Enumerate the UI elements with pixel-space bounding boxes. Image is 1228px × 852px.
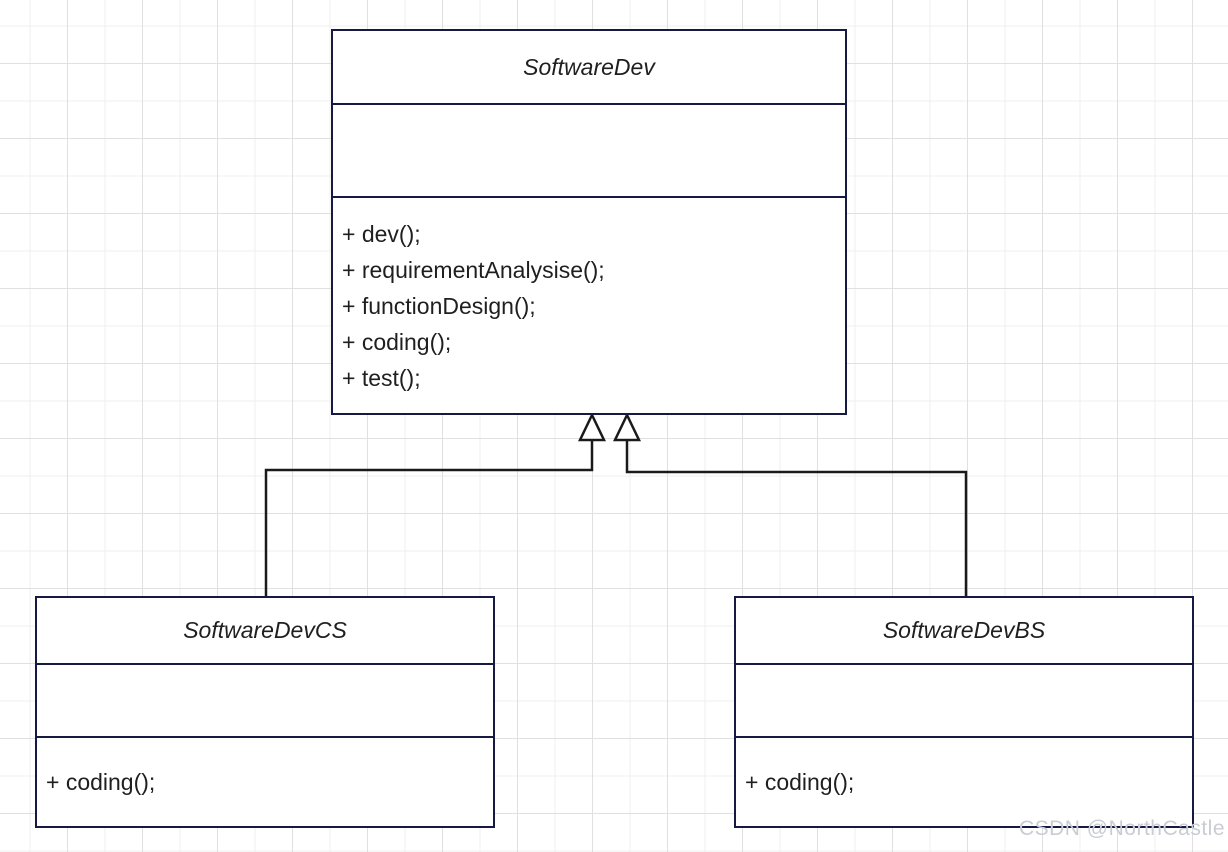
- method-item: + requirementAnalysise();: [342, 256, 605, 283]
- class-attributes-softwaredev: [333, 105, 845, 198]
- class-methods-softwaredev: + dev(); + requirementAnalysise(); + fun…: [333, 198, 845, 413]
- method-item: + functionDesign();: [342, 292, 536, 319]
- class-attributes-softwaredevcs: [37, 665, 493, 738]
- inheritance-arrowhead-cs-icon: [578, 412, 606, 442]
- method-item: + test();: [342, 364, 421, 391]
- class-box-softwaredevbs[interactable]: SoftwareDevBS + coding();: [734, 596, 1194, 828]
- class-methods-softwaredevbs: + coding();: [736, 738, 1192, 826]
- class-box-softwaredevcs[interactable]: SoftwareDevCS + coding();: [35, 596, 495, 828]
- method-item: + dev();: [342, 220, 421, 247]
- inheritance-edge-cs-line[interactable]: [264, 440, 594, 596]
- method-item: + coding();: [46, 769, 156, 795]
- class-title-softwaredev: SoftwareDev: [333, 31, 845, 105]
- inheritance-arrowhead-bs-icon: [613, 412, 641, 442]
- inheritance-edge-cs[interactable]: [264, 412, 606, 596]
- class-title-softwaredevbs: SoftwareDevBS: [736, 598, 1192, 665]
- inheritance-edge-bs[interactable]: [613, 412, 968, 596]
- class-attributes-softwaredevbs: [736, 665, 1192, 738]
- csdn-watermark: CSDN @NorthCastle: [1018, 817, 1225, 840]
- method-item: + coding();: [745, 769, 855, 795]
- class-box-softwaredev[interactable]: SoftwareDev + dev(); + requirementAnalys…: [331, 29, 847, 415]
- method-item: + coding();: [342, 328, 452, 355]
- class-title-softwaredevcs: SoftwareDevCS: [37, 598, 493, 665]
- class-methods-softwaredevcs: + coding();: [37, 738, 493, 826]
- inheritance-edge-bs-line[interactable]: [625, 440, 968, 596]
